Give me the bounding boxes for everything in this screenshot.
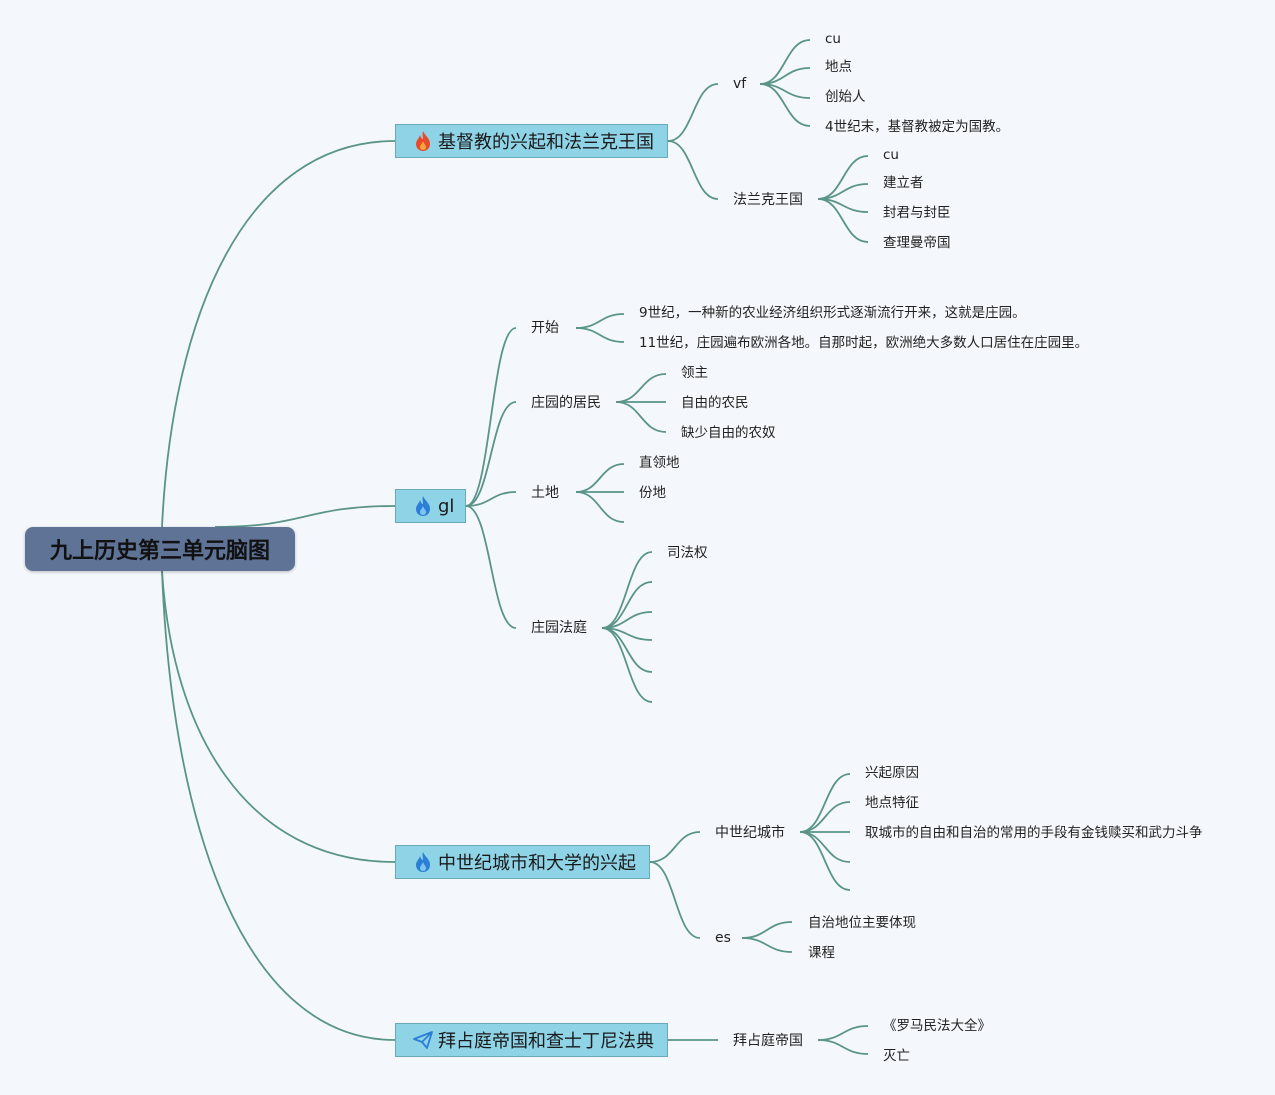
leaf[interactable]: 课程 (808, 945, 835, 961)
leaf[interactable]: 灭亡 (883, 1048, 910, 1064)
leaf[interactable]: 创始人 (825, 89, 866, 105)
connector-line (615, 401, 667, 433)
leaf[interactable]: 领主 (681, 365, 708, 381)
topic-label: gl (438, 495, 455, 517)
topic-label: 拜占庭帝国和查士丁尼法典 (438, 1031, 654, 1052)
connector-line (741, 921, 793, 939)
leaf[interactable]: 缺少自由的农奴 (681, 425, 776, 441)
connector-line (575, 327, 625, 343)
leaf[interactable]: cu (883, 147, 899, 163)
connector-line (667, 83, 719, 142)
root-connector-line (161, 570, 396, 863)
leaf[interactable]: cu (825, 31, 841, 47)
fire-blue-icon (412, 495, 434, 517)
root-topic-label: 九上历史第三单元脑图 (49, 539, 270, 564)
connector-line (575, 491, 625, 523)
connector-line (817, 155, 869, 200)
connector-line (817, 198, 869, 243)
connector-line (615, 373, 667, 403)
leaf[interactable]: 封君与封臣 (883, 205, 951, 221)
topic-label: 基督教的兴起和法兰克王国 (438, 132, 654, 153)
connector-line (667, 140, 719, 200)
leaf[interactable]: 份地 (639, 485, 666, 501)
subtopic-medieval-city[interactable]: 中世纪城市 (715, 825, 785, 841)
leaf[interactable]: 查理曼帝国 (883, 235, 951, 251)
leaf[interactable]: 《罗马民法大全》 (883, 1018, 991, 1034)
subtopic-vf[interactable]: vf (733, 76, 747, 92)
connector-line (465, 327, 517, 507)
subtopic-es[interactable]: es (715, 930, 731, 946)
connector-line (799, 801, 851, 833)
subtopic-frankish-kingdom[interactable]: 法兰克王国 (733, 192, 803, 208)
topic-label: 中世纪城市和大学的兴起 (438, 853, 636, 874)
leaf[interactable]: 地点特征 (865, 795, 919, 811)
connector-line (649, 831, 701, 863)
leaf[interactable]: 11世纪，庄园遍布欧洲各地。自那时起，欧洲绝大多数人口居住在庄园里。 (639, 335, 1089, 351)
connector-line (759, 83, 811, 127)
subtopic-residents[interactable]: 庄园的居民 (531, 395, 601, 411)
root-connector-line (214, 505, 396, 528)
connector-line (601, 551, 653, 629)
connector-line (465, 491, 517, 507)
connector-line (465, 505, 517, 629)
connector-line (817, 1039, 869, 1055)
leaf[interactable]: 直领地 (639, 455, 680, 471)
root-connector-line (161, 140, 396, 528)
leaf[interactable]: 建立者 (883, 175, 924, 191)
root-connector-line (161, 570, 396, 1041)
connector-line (575, 463, 625, 493)
connector-line (799, 831, 851, 891)
connector-line (759, 39, 811, 85)
topic-gl[interactable]: gl (395, 489, 466, 523)
leaf[interactable]: 自由的农民 (681, 395, 749, 411)
connector-line (799, 773, 851, 833)
leaf[interactable]: 取城市的自由和自治的常用的手段有金钱赎买和武力斗争 (865, 825, 1203, 841)
root-topic[interactable]: 九上历史第三单元脑图 (25, 527, 295, 571)
leaf[interactable]: 地点 (825, 59, 852, 75)
connector-line (799, 831, 851, 863)
leaf[interactable]: 自治地位主要体现 (808, 915, 916, 931)
leaf[interactable]: 4世纪末，基督教被定为国教。 (825, 119, 1010, 135)
subtopic-manor-court[interactable]: 庄园法庭 (531, 620, 587, 636)
paper-plane-icon (412, 1029, 434, 1051)
connector-line (575, 313, 625, 329)
subtopic-land[interactable]: 土地 (531, 485, 559, 501)
topic-medieval-cities[interactable]: 中世纪城市和大学的兴起 (395, 845, 650, 879)
fire-red-icon (412, 130, 434, 152)
connector-line (649, 861, 701, 939)
connector-line (817, 1025, 869, 1041)
topic-byzantine[interactable]: 拜占庭帝国和查士丁尼法典 (395, 1023, 668, 1057)
connector-line (601, 627, 653, 703)
subtopic-start[interactable]: 开始 (531, 320, 559, 336)
leaf[interactable]: 兴起原因 (865, 765, 919, 781)
connector-line (465, 401, 517, 507)
leaf[interactable]: 9世纪，一种新的农业经济组织形式逐渐流行开来，这就是庄园。 (639, 305, 1026, 321)
connector-line (741, 937, 793, 953)
topic-christianity[interactable]: 基督教的兴起和法兰克王国 (395, 124, 668, 158)
leaf[interactable]: 司法权 (667, 545, 708, 561)
fire-blue-icon (412, 851, 434, 873)
subtopic-byzantine-empire[interactable]: 拜占庭帝国 (733, 1033, 803, 1049)
